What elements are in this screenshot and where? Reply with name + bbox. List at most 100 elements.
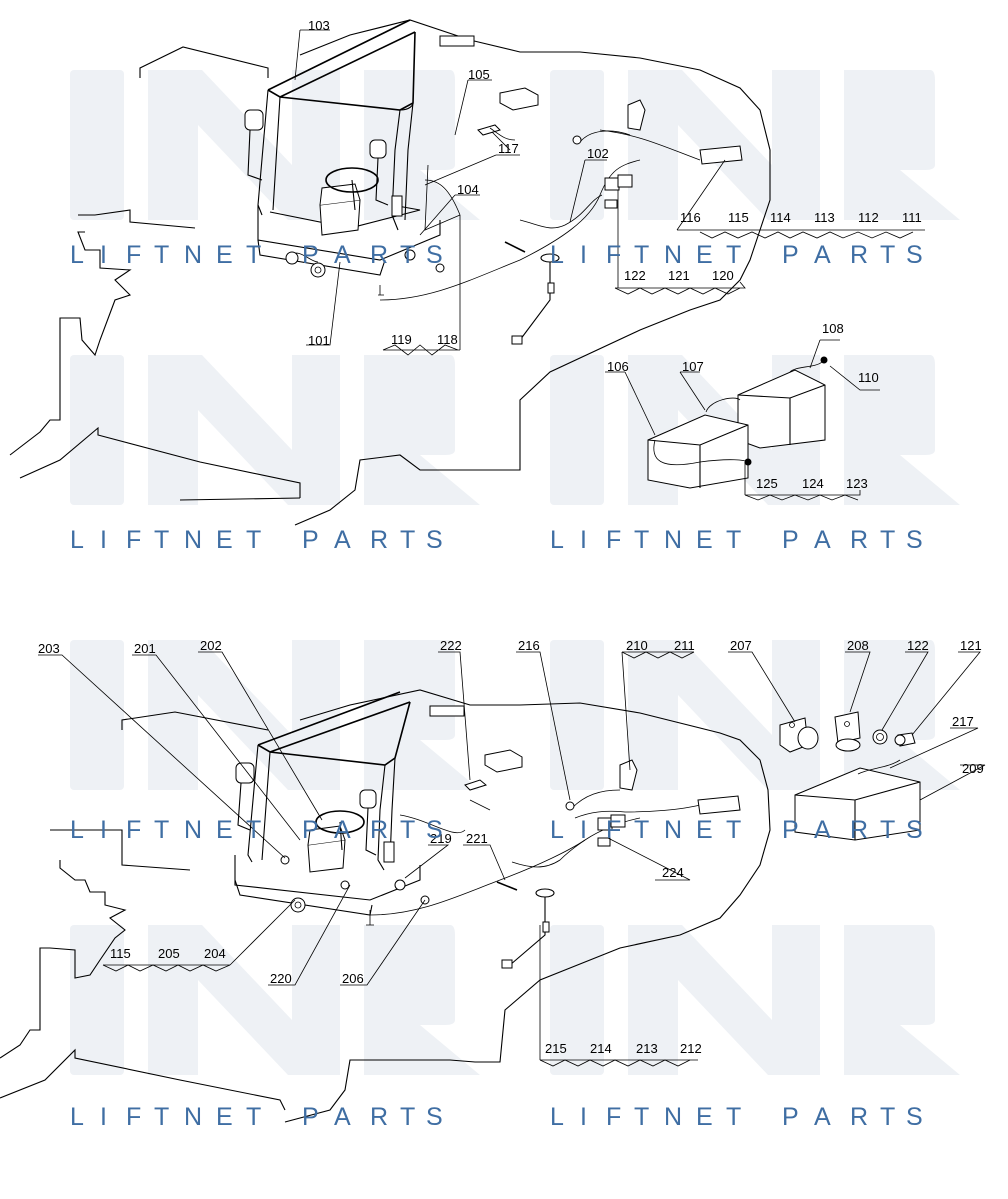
upper-forklift-drawing xyxy=(9,19,925,526)
part-callout-number: 219 xyxy=(430,831,452,846)
watermark-letter: P xyxy=(782,816,799,844)
part-callout-number: 205 xyxy=(158,946,180,961)
watermark-letter: L xyxy=(70,1103,84,1131)
watermark-letter: N xyxy=(664,241,682,269)
part-callout-number: 121 xyxy=(668,268,690,283)
part-callout-number: 106 xyxy=(607,359,629,374)
part-callout-number: 211 xyxy=(674,638,695,653)
part-callout-number: 221 xyxy=(466,831,488,846)
watermark-letter: T xyxy=(400,1103,415,1131)
part-callout-number: 117 xyxy=(498,141,519,156)
watermark-letter: R xyxy=(850,526,868,554)
part-callout-number: 220 xyxy=(270,971,292,986)
watermark-letter: P xyxy=(782,241,799,269)
watermark-letter: T xyxy=(154,526,169,554)
inp-logo-watermark: INP xyxy=(550,70,960,220)
part-callout-number: 115 xyxy=(110,946,131,961)
part-callout-number: 208 xyxy=(847,638,869,653)
watermark-letter: S xyxy=(906,816,923,844)
watermark-letter: I xyxy=(100,816,107,844)
part-callout-number: 120 xyxy=(712,268,734,283)
watermark-letter: L xyxy=(550,1103,564,1131)
part-callout-number: 206 xyxy=(342,971,364,986)
watermark-letter: T xyxy=(726,241,741,269)
part-callout-number: 116 xyxy=(680,210,701,225)
part-callout-number: 105 xyxy=(468,67,490,82)
watermark-letter: E xyxy=(696,241,713,269)
part-callout-number: 207 xyxy=(730,638,752,653)
watermark-letter: I xyxy=(580,526,587,554)
watermark-letter: F xyxy=(126,816,141,844)
watermark-letter: T xyxy=(726,816,741,844)
watermark-letter: F xyxy=(606,526,621,554)
watermark-letter: E xyxy=(216,526,233,554)
watermark-letter: R xyxy=(370,526,388,554)
watermark-letter: N xyxy=(184,241,202,269)
part-callout-number: 114 xyxy=(770,210,791,225)
part-callout-number: 113 xyxy=(814,210,835,225)
watermark-letter: I xyxy=(100,241,107,269)
watermark-letter: L xyxy=(550,526,564,554)
lower-forklift-drawing xyxy=(0,651,986,1123)
inp-logo-watermark: INP xyxy=(70,70,480,220)
watermark-letter: A xyxy=(334,816,351,844)
watermark-letter: I xyxy=(580,1103,587,1131)
watermark-letter: F xyxy=(126,1103,141,1131)
watermark-letter: E xyxy=(216,1103,233,1131)
watermark-letter: T xyxy=(726,1103,741,1131)
part-callout-number: 107 xyxy=(682,359,704,374)
watermark-letter: A xyxy=(334,1103,351,1131)
part-callout-number: 104 xyxy=(457,182,479,197)
watermark-letter: S xyxy=(426,241,443,269)
watermark-letter: T xyxy=(400,816,415,844)
watermark-letter: R xyxy=(850,1103,868,1131)
inp-watermark-logos: INPINPINPINPINPINPINPINP xyxy=(70,70,960,1075)
watermark-letter: P xyxy=(302,816,319,844)
inp-logo-watermark: INP xyxy=(70,640,480,790)
watermark-letter: T xyxy=(880,1103,895,1131)
watermark-letter: E xyxy=(216,816,233,844)
part-callout-number: 123 xyxy=(846,476,868,491)
watermark-letter: F xyxy=(126,526,141,554)
part-callout-number: 202 xyxy=(200,638,222,653)
watermark-letter: L xyxy=(550,816,564,844)
watermark-letter: T xyxy=(400,241,415,269)
part-callout-number: 201 xyxy=(134,641,156,656)
inp-logo-watermark: INP xyxy=(550,640,960,790)
part-callout-number: 115 xyxy=(728,210,749,225)
watermark-letter: E xyxy=(216,241,233,269)
part-callout-number: 119 xyxy=(391,332,412,347)
watermark-letter: T xyxy=(246,241,261,269)
part-callout-number: 215 xyxy=(545,1041,567,1056)
part-callout-number: 214 xyxy=(590,1041,612,1056)
watermark-letter: E xyxy=(696,526,713,554)
watermark-letter: L xyxy=(70,526,84,554)
watermark-letter: A xyxy=(814,241,831,269)
watermark-letter: F xyxy=(606,1103,621,1131)
watermark-letter: R xyxy=(370,1103,388,1131)
watermark-letter: P xyxy=(782,1103,799,1131)
part-callout-number: 112 xyxy=(858,210,879,225)
part-callout-number: 125 xyxy=(756,476,778,491)
watermark-letter: T xyxy=(726,526,741,554)
inp-logo-watermark: INP xyxy=(550,925,960,1075)
battery-pair xyxy=(647,356,828,489)
watermark-letter: L xyxy=(70,816,84,844)
watermark-letter: F xyxy=(126,241,141,269)
part-callout-number: 204 xyxy=(204,946,226,961)
watermark-letter: T xyxy=(246,526,261,554)
watermark-letter: S xyxy=(906,526,923,554)
watermark-letter: R xyxy=(370,241,388,269)
watermark-letter: A xyxy=(334,526,351,554)
part-callout-number: 216 xyxy=(518,638,540,653)
inp-logo-watermark: INP xyxy=(70,355,480,505)
watermark-letter: T xyxy=(400,526,415,554)
watermark-letter: A xyxy=(814,526,831,554)
watermark-letter: T xyxy=(154,241,169,269)
